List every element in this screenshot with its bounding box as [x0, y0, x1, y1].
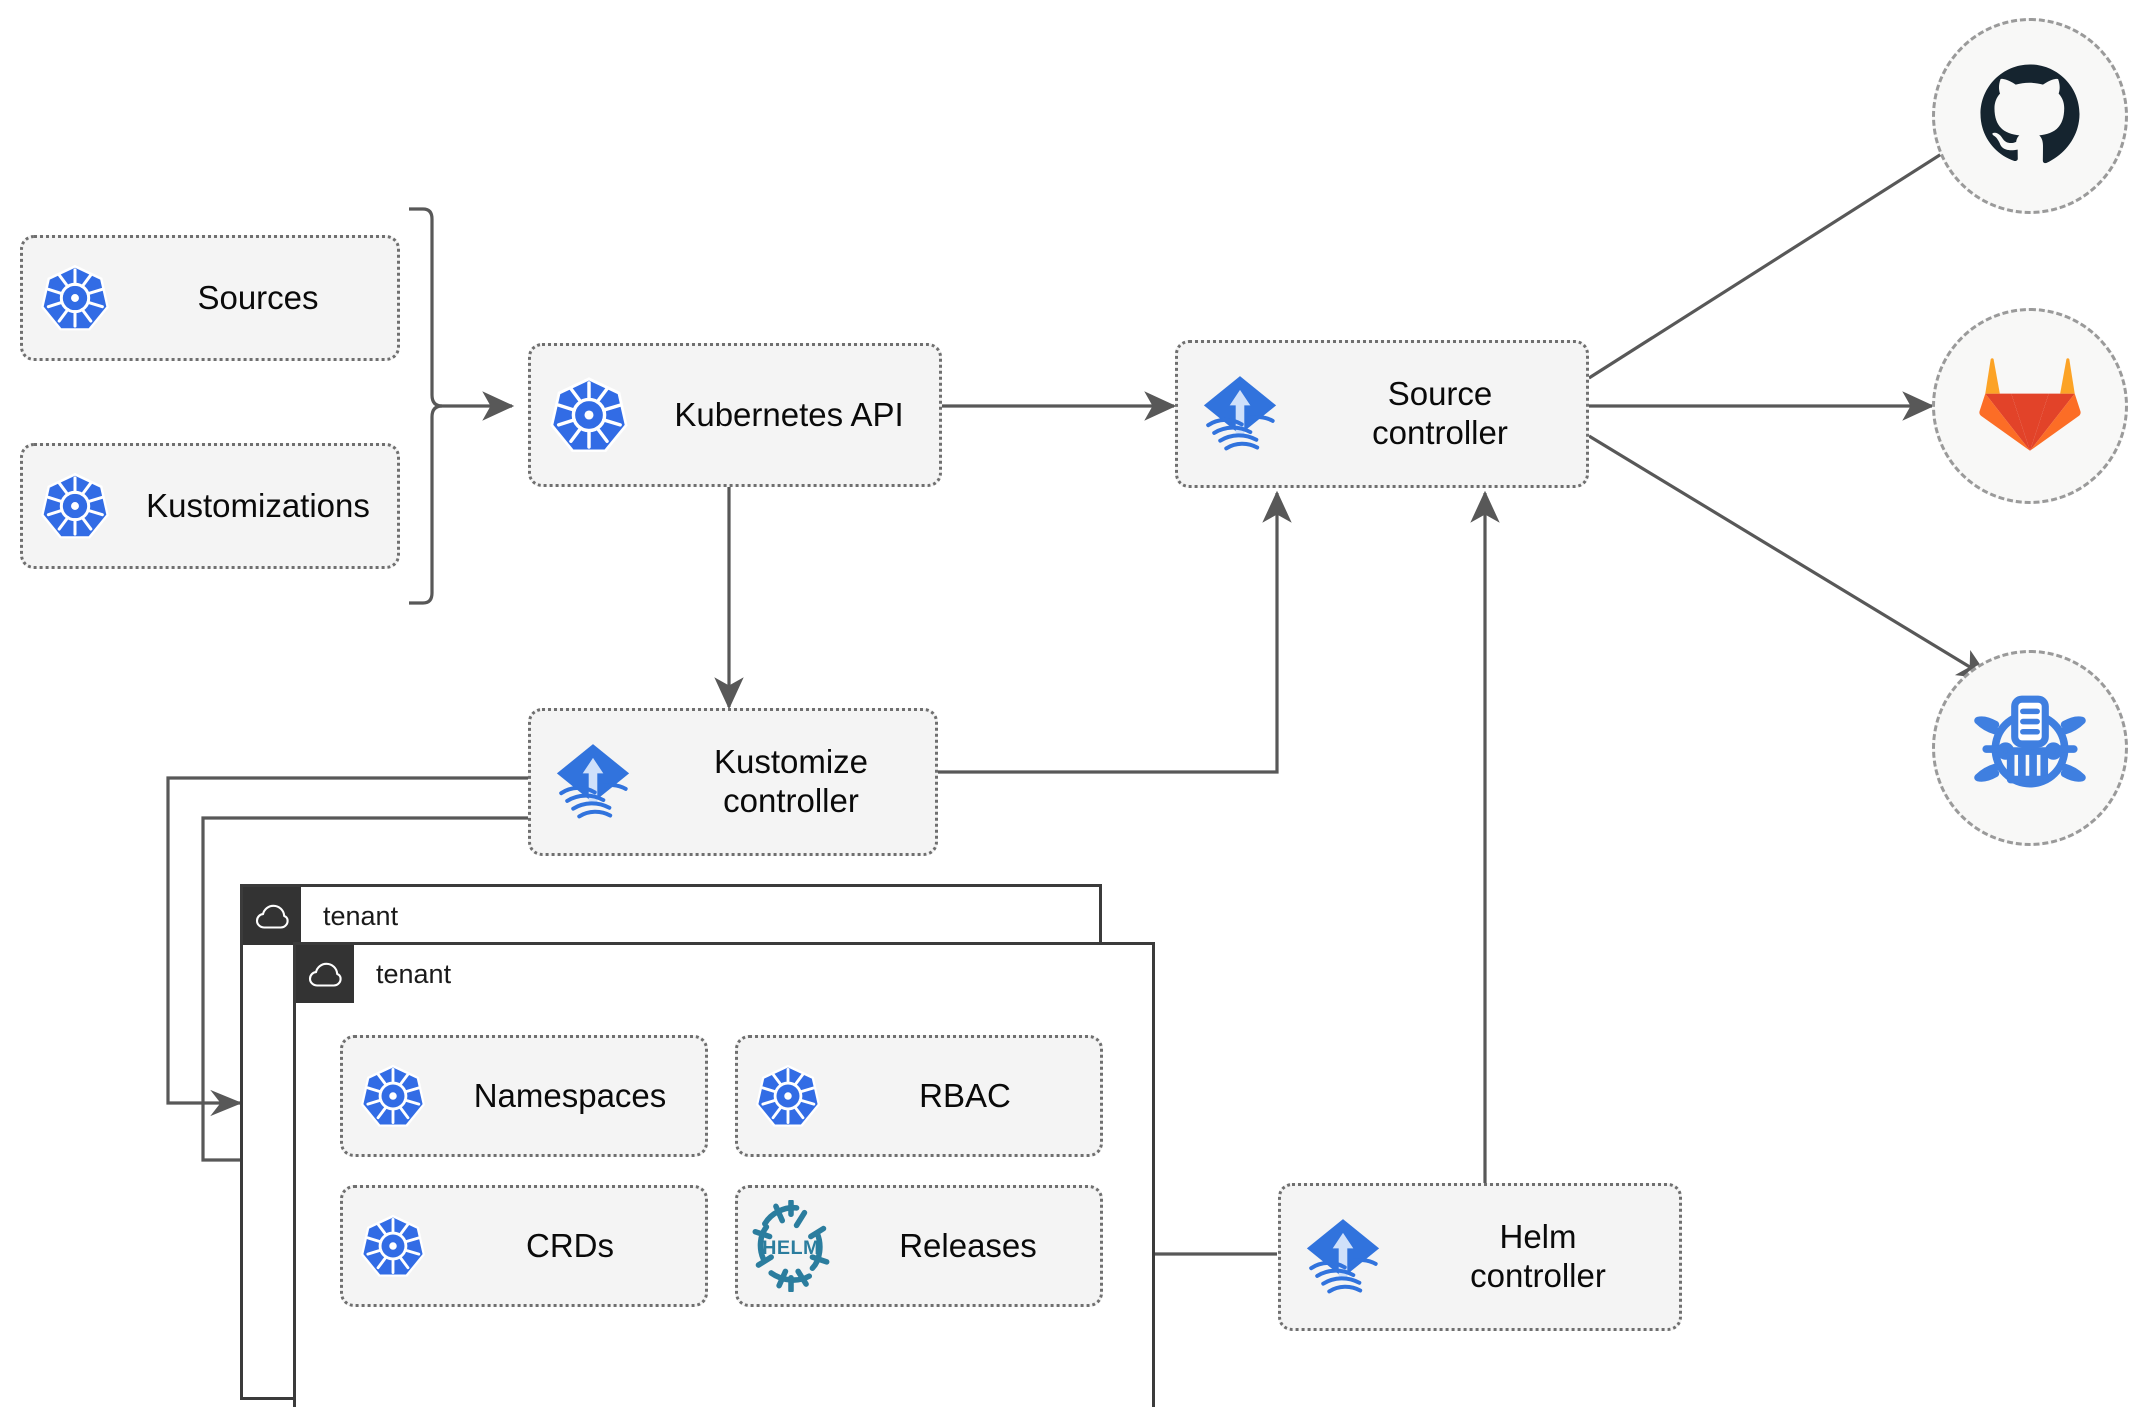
- kubernetes-icon: [23, 470, 127, 542]
- flux-icon: [531, 739, 655, 825]
- node-label-sources: Sources: [197, 278, 319, 316]
- tenant-panel-front: tenant: [293, 942, 1155, 1407]
- node-label-kubernetes-api: Kubernetes API: [674, 395, 904, 433]
- kubernetes-icon: [343, 1212, 443, 1280]
- node-label-releases: Releases: [899, 1226, 1037, 1264]
- helm-chart-repository-icon: [1974, 690, 2086, 807]
- node-label-kustomizations: Kustomizations: [146, 486, 370, 524]
- flux-icon: [1281, 1214, 1405, 1300]
- kubernetes-icon: [738, 1062, 838, 1130]
- kubernetes-icon: [343, 1062, 443, 1130]
- endpoint-github[interactable]: [1932, 18, 2128, 214]
- node-kustomize-controller[interactable]: Kustomize controller: [528, 708, 938, 856]
- svg-text:HELM: HELM: [762, 1237, 820, 1259]
- tenant-header-back: tenant: [243, 887, 398, 945]
- github-icon: [1975, 59, 2085, 174]
- tenant-label-front: tenant: [376, 958, 452, 989]
- node-label-namespaces: Namespaces: [473, 1076, 667, 1114]
- node-source-controller[interactable]: Source controller: [1175, 340, 1589, 488]
- node-releases[interactable]: HELM Releases: [735, 1185, 1103, 1307]
- node-rbac[interactable]: RBAC: [735, 1035, 1103, 1157]
- node-kubernetes-api[interactable]: Kubernetes API: [528, 343, 942, 487]
- endpoint-helm-registry[interactable]: [1932, 650, 2128, 846]
- gitlab-icon: [1978, 354, 2082, 459]
- cloud-icon: [296, 945, 354, 1003]
- flux-icon: [1178, 371, 1302, 457]
- node-label-rbac: RBAC: [919, 1076, 1011, 1114]
- tenant-header-front: tenant: [296, 945, 451, 1003]
- node-label-source-controller: Source controller: [1372, 375, 1508, 451]
- node-label-crds: CRDs: [526, 1226, 614, 1264]
- kubernetes-icon: [23, 262, 127, 334]
- helm-icon: HELM: [738, 1200, 844, 1292]
- node-helm-controller[interactable]: Helm controller: [1278, 1183, 1682, 1331]
- node-label-kustomize-controller: Kustomize controller: [713, 743, 869, 819]
- node-crds[interactable]: CRDs: [340, 1185, 708, 1307]
- kubernetes-icon: [531, 374, 647, 456]
- node-label-helm-controller: Helm controller: [1470, 1218, 1606, 1294]
- tenant-label-back: tenant: [323, 900, 399, 931]
- cloud-icon: [243, 887, 301, 945]
- endpoint-gitlab[interactable]: [1932, 308, 2128, 504]
- node-namespaces[interactable]: Namespaces: [340, 1035, 708, 1157]
- node-kustomizations[interactable]: Kustomizations: [20, 443, 400, 569]
- node-sources[interactable]: Sources: [20, 235, 400, 361]
